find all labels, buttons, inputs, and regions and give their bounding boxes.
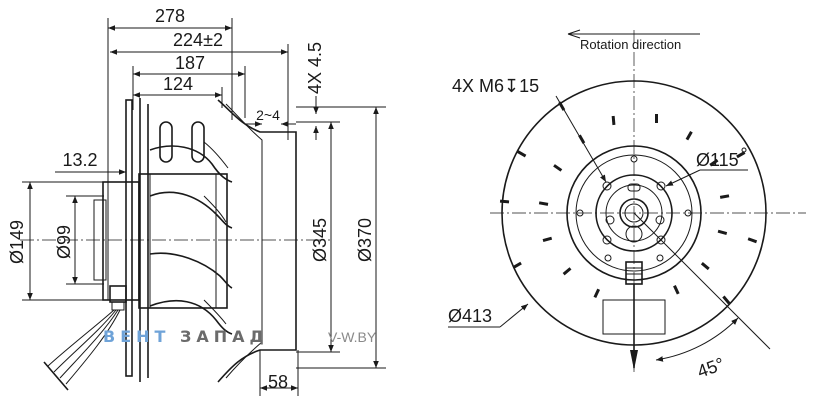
hub-diameter-label: Ø99 — [54, 225, 74, 259]
bolt-circle-label: Ø115 — [696, 150, 739, 170]
hub-offset-label: 13.2 — [62, 150, 97, 170]
inlet-diameter-label: Ø345 — [310, 218, 330, 262]
watermark-part2: ЗАПАД — [180, 327, 269, 346]
housing-length-label: 187 — [175, 53, 205, 73]
side-view-fan-body — [20, 98, 330, 391]
side-view: 278 224±2 187 124 13.2 2~4 58 4X 4.5 Ø14… — [7, 6, 386, 396]
watermark: ВЕНТ ЗАПАД V-W.BY — [103, 327, 377, 346]
front-view: Rotation direction — [448, 29, 806, 382]
outlet-diameter-label: Ø370 — [355, 218, 375, 262]
overall-length-label: 278 — [155, 6, 185, 26]
mount-holes — [576, 155, 692, 262]
watermark-part3: V-W.BY — [328, 329, 377, 345]
angle-label: 45° — [695, 354, 727, 382]
thread-spec-label: 4X M6↧15 — [452, 76, 539, 96]
watermark-part1: ВЕНТ — [103, 327, 170, 346]
impeller-diameter-label: Ø413 — [448, 306, 492, 326]
gap-label: 2~4 — [256, 107, 280, 123]
mount-holes-label: 4X 4.5 — [305, 42, 325, 94]
rotation-direction-label: Rotation direction — [580, 37, 681, 52]
motor-length-label: 124 — [163, 74, 193, 94]
rotation-arrow — [567, 29, 700, 39]
motor-diameter-label: Ø149 — [7, 220, 27, 264]
impeller-length-label: 224±2 — [173, 30, 223, 50]
front-cable — [602, 261, 666, 370]
outlet-depth-label: 58 — [268, 372, 288, 392]
